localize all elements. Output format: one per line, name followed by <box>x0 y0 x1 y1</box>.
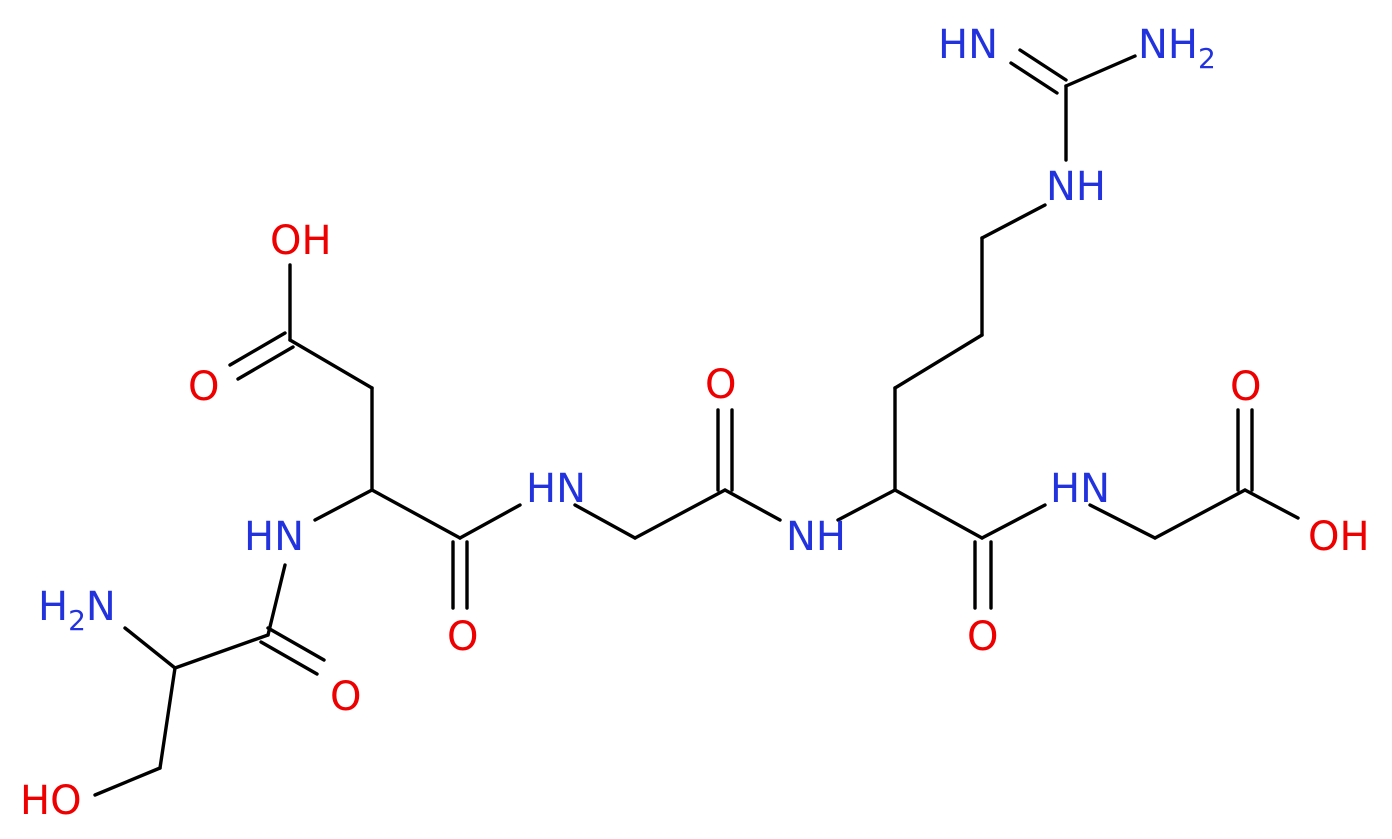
bond-nh-ch2 <box>980 203 1047 240</box>
bond-ser-nh-co <box>266 563 287 637</box>
label-nh2-guanidine-main: NH <box>1138 22 1198 68</box>
label-hn-gly2: HN <box>526 466 586 512</box>
bond-ser-cb-oh <box>93 766 162 797</box>
label-o-asp-amide: O <box>447 614 478 660</box>
bond-gly5-c-oh <box>1243 488 1300 520</box>
label-oh-gly5: OH <box>1308 514 1370 560</box>
bond-gly-c-ch2 <box>633 488 727 540</box>
bond-arg-co-nh <box>980 503 1047 540</box>
bond-c-nh-imine-1 <box>1018 48 1068 82</box>
label-oh-asp: OH <box>270 218 332 264</box>
bond-asp-ca-nh <box>313 488 374 522</box>
label-hn-asp: HN <box>244 514 304 560</box>
bond-asp-cg-o-1 <box>228 331 287 367</box>
bond-ser-co-o-2 <box>259 640 319 676</box>
label-nh2-guanidine: NH2 <box>1138 22 1216 75</box>
label-nh-arg: NH <box>786 514 846 560</box>
label-h2n-serine-n: N <box>86 584 116 630</box>
bond-asp-cg-o-2 <box>236 345 295 381</box>
bond-ser-ca-cb <box>158 666 177 770</box>
bond-arg-ca-co <box>893 488 984 540</box>
bond-gly-nh-c <box>723 488 782 522</box>
label-hn-imine: HN <box>938 22 998 68</box>
bond-arg-ca-nh <box>836 488 897 522</box>
bond-arg-chain-2 <box>893 333 984 390</box>
bonds <box>93 48 1300 797</box>
label-hn-gly5: HN <box>1050 466 1110 512</box>
bond-c-nh-imine-2 <box>1009 61 1059 95</box>
label-nh2-guanidine-sub: 2 <box>1198 42 1216 75</box>
bond-gly-ch2-nh <box>573 503 637 540</box>
label-o-asp-acid: O <box>188 364 219 410</box>
bond-ser-ca-nh2 <box>123 626 177 670</box>
label-o-serine: O <box>330 674 361 720</box>
label-o-gly5-acid: O <box>1230 364 1261 410</box>
label-o-gly2: O <box>705 362 736 408</box>
label-h2n-serine-sub: 2 <box>68 604 86 637</box>
bond-ser-co-o-1 <box>266 626 326 662</box>
bond-gly5-ch2-c <box>1153 488 1247 540</box>
label-o-arg-amide: O <box>967 614 998 660</box>
bond-gly5-nh-ch2 <box>1088 503 1157 540</box>
bond-asp-co-ca <box>370 488 462 540</box>
bond-asp-nh-co <box>458 503 522 540</box>
bond-ser-co-ca <box>173 633 270 670</box>
bond-asp-cb-cg <box>288 338 374 390</box>
label-ho-serine: HO <box>20 778 82 824</box>
atom-labels: HN NH2 NH OH O O HN HN NH HN O OH H2N O … <box>20 22 1370 824</box>
bond-c-nh2 <box>1064 54 1137 88</box>
label-nh-guanidine: NH <box>1046 164 1106 210</box>
label-h2n-serine: H2N <box>38 584 116 637</box>
label-h2n-serine-h: H <box>38 584 68 630</box>
